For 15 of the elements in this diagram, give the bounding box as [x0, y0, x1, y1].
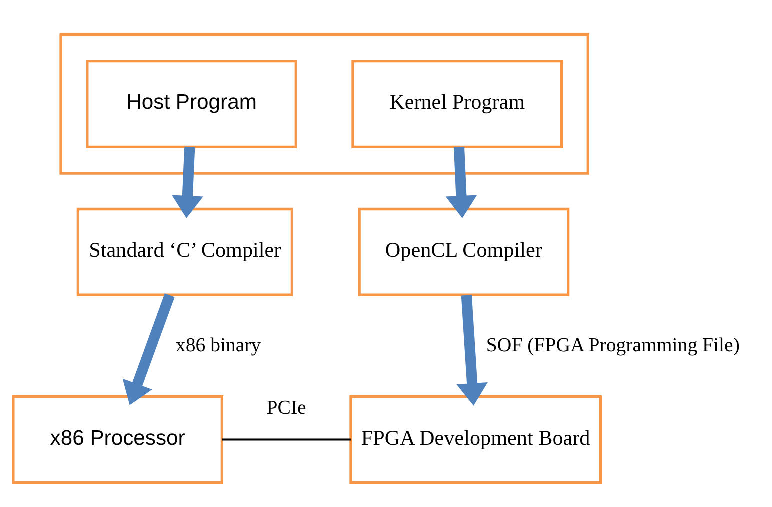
connector	[222, 438, 351, 441]
node-box: OpenCL Compiler	[358, 208, 570, 296]
node-box: Host Program	[86, 60, 298, 148]
cluster	[60, 34, 590, 175]
edge-label: SOF (FPGA Programming File)	[486, 334, 740, 356]
arrow	[446, 146, 478, 218]
arrow	[172, 146, 204, 218]
arrow	[122, 294, 175, 406]
edge-label: x86 binary	[176, 334, 262, 356]
edge-label: PCIe	[266, 397, 306, 420]
node-box: Standard ‘C’ Compiler	[76, 208, 294, 296]
arrow	[456, 295, 488, 406]
node-box: FPGA Development Board	[350, 396, 602, 484]
node-box: Kernel Program	[352, 60, 564, 148]
node-box: x86 Processor	[12, 396, 224, 484]
